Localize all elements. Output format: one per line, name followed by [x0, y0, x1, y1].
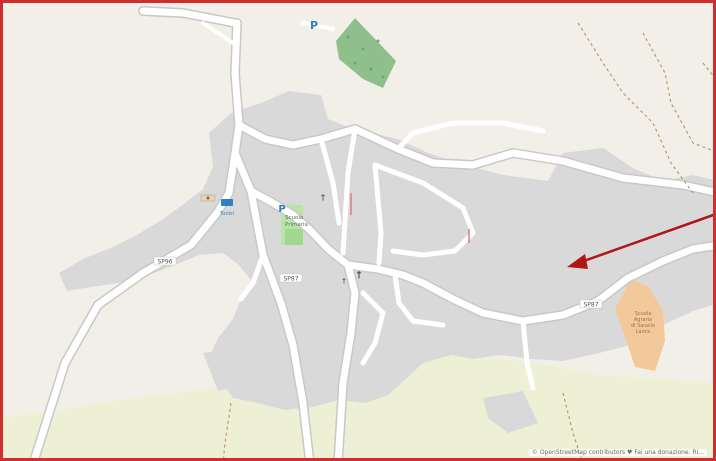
- farmland-area: [3, 353, 713, 458]
- school-label-primaria-line2: Primaria: [285, 222, 308, 228]
- road-label-sp96: SP96: [153, 256, 177, 266]
- school-area-east: [615, 279, 665, 371]
- svg-text:P: P: [310, 19, 318, 32]
- built-up-areas: [59, 91, 713, 433]
- forest-area: [336, 18, 396, 88]
- roads: [31, 7, 713, 458]
- svg-text:Scuola: Scuola: [635, 311, 652, 317]
- shop-icon[interactable]: [200, 194, 216, 202]
- svg-text:SP87: SP87: [583, 302, 598, 309]
- svg-text:SP87: SP87: [283, 276, 298, 283]
- street-map[interactable]: SP96 SP87 SP87 Scuola Primaria Scuola Ag…: [3, 3, 716, 461]
- school-grounds-green-2: [285, 229, 303, 245]
- church-icon-1[interactable]: †: [321, 193, 325, 202]
- map-attribution[interactable]: © OpenStreetMap contributors ♥ Fai una d…: [528, 449, 707, 456]
- svg-text:P: P: [278, 204, 285, 215]
- parking-icon-school[interactable]: P: [278, 204, 285, 215]
- forest-dots: [346, 35, 385, 79]
- road-label-sp87-east: SP87: [579, 299, 603, 309]
- school-label-agraria: Scuola Agraria di Sacello Lamis: [631, 311, 655, 335]
- school-label-primaria-line1: Scuola: [285, 215, 303, 221]
- annotation-arrow: [567, 213, 713, 269]
- church-icon-2[interactable]: †: [357, 270, 362, 281]
- svg-text:Tunisi: Tunisi: [219, 211, 234, 217]
- svg-text:SP96: SP96: [157, 259, 172, 266]
- svg-text:Agraria: Agraria: [634, 317, 652, 323]
- road-label-sp87-center: SP87: [279, 273, 303, 283]
- bus-stop-icon[interactable]: Tunisi: [219, 199, 234, 217]
- parking-icon-north[interactable]: P: [310, 19, 318, 32]
- svg-text:Lamis: Lamis: [636, 329, 651, 335]
- church-icon-3[interactable]: †: [342, 277, 346, 285]
- svg-text:di Sacello: di Sacello: [631, 323, 655, 329]
